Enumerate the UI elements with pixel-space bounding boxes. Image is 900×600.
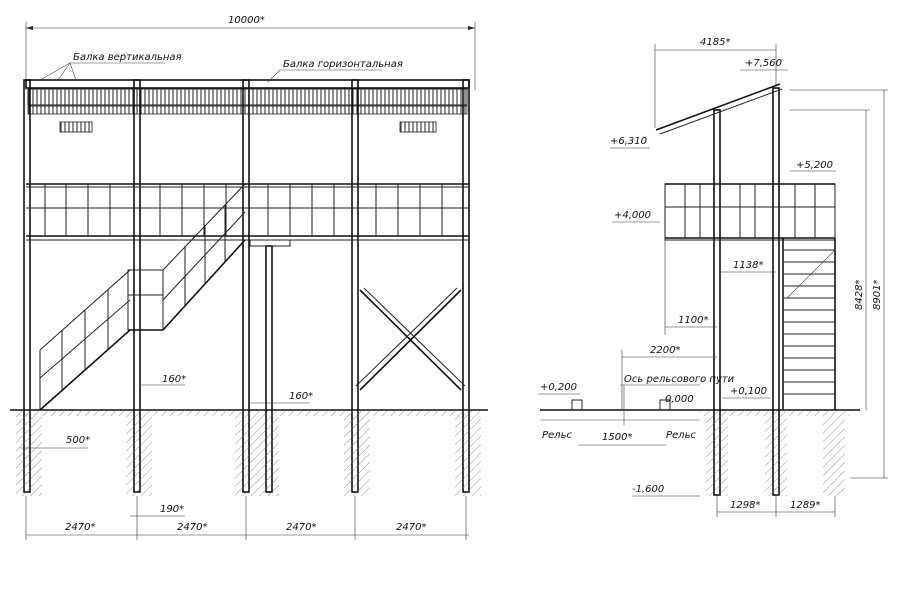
overall-width-label: 10000* bbox=[228, 15, 265, 26]
x-bracing bbox=[355, 287, 466, 391]
post-width-label-1: 160* bbox=[162, 374, 186, 385]
span-label-4: 2470* bbox=[396, 522, 426, 533]
horizontal-beam-label: Балка горизонтальная bbox=[283, 59, 403, 70]
footing-width-label: 500* bbox=[66, 435, 90, 446]
overall-width-dimension: 10000* bbox=[25, 15, 476, 90]
detail-dimensions: 160* 160* 500* 190* bbox=[20, 374, 313, 517]
side-width-label: 4185* bbox=[700, 37, 730, 48]
side-roof: +7,560 +6,310 bbox=[610, 58, 788, 149]
rail-left-label: Рельс bbox=[542, 430, 572, 441]
gap-width-label: 190* bbox=[160, 504, 184, 515]
foundations bbox=[10, 409, 488, 496]
elev-low-edge-label: +6,310 bbox=[610, 136, 647, 147]
dim-2200-label: 2200* bbox=[650, 345, 680, 356]
roof-grating bbox=[25, 79, 470, 133]
track-axis-label: Ось рельсового пути bbox=[624, 374, 735, 385]
side-dimensions: 1138* 1100* 2200* bbox=[621, 240, 776, 410]
dim-1138-label: 1138* bbox=[733, 260, 763, 271]
elev-ground-label: +0,100 bbox=[730, 386, 767, 397]
side-vertical-dimensions: 8428* 8901* bbox=[790, 89, 888, 479]
elev-upper-label: +5,200 bbox=[796, 160, 833, 171]
gauge-label: 1500* bbox=[602, 432, 632, 443]
post-width-label-2: 160* bbox=[289, 391, 313, 402]
dim-1298-label: 1298* bbox=[730, 500, 760, 511]
elev-platform-label: +4,000 bbox=[614, 210, 651, 221]
elev-rail-top-label: +0,200 bbox=[540, 382, 577, 393]
side-platform: +4,000 +5,200 bbox=[612, 160, 836, 241]
span-label-1: 2470* bbox=[65, 522, 95, 533]
dim-8428-label: 8428* bbox=[854, 280, 865, 310]
side-ladder bbox=[782, 238, 836, 410]
dim-1289-label: 1289* bbox=[790, 500, 820, 511]
span-dimensions: 2470* 2470* 2470* 2470* bbox=[25, 496, 469, 540]
span-label-3: 2470* bbox=[286, 522, 316, 533]
staircase bbox=[39, 183, 246, 411]
dim-8901-label: 8901* bbox=[872, 280, 883, 310]
front-view: 10000* Балка вертикальная Балка горизонт… bbox=[10, 15, 488, 540]
side-overall-width: 4185* bbox=[654, 37, 777, 128]
elev-zero-label: 0,000 bbox=[665, 394, 694, 405]
elev-top-label: +7,560 bbox=[745, 58, 782, 69]
side-view: 4185* +7,560 +6,310 bbox=[538, 37, 888, 517]
span-label-2: 2470* bbox=[177, 522, 207, 533]
rail-ground: +0,200 Ось рельсового пути 0,000 +0,100 … bbox=[538, 374, 860, 446]
elev-foundation-label: -1,600 bbox=[632, 484, 664, 495]
rail-right-label: Рельс bbox=[666, 430, 696, 441]
side-foundations: -1,600 1298* 1289* bbox=[632, 416, 845, 517]
dim-1100-label: 1100* bbox=[678, 315, 708, 326]
platform-railing bbox=[26, 183, 469, 247]
callouts: Балка вертикальная Балка горизонтальная bbox=[39, 52, 403, 83]
vertical-beam-label: Балка вертикальная bbox=[73, 52, 182, 63]
